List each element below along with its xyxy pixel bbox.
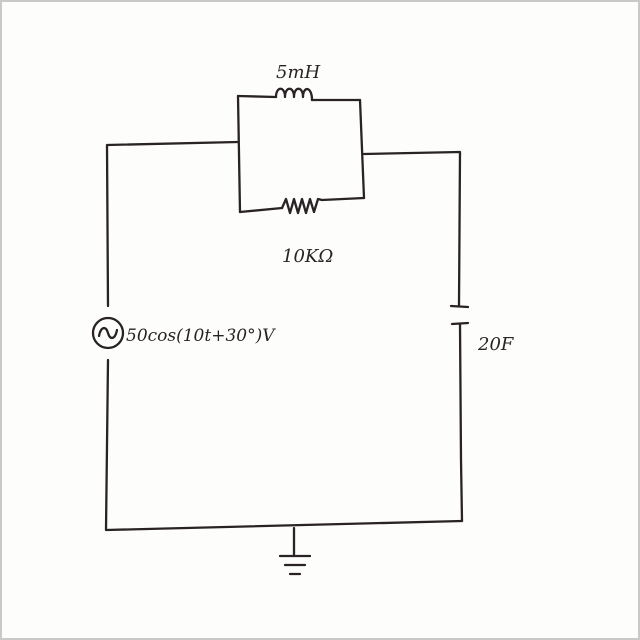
parallel-block-left — [236, 94, 242, 214]
wire-right-bottom — [458, 322, 464, 523]
ac-source-symbol — [91, 316, 125, 350]
resistor-label: 10KΩ — [282, 246, 333, 267]
resistor-wire-left — [238, 206, 284, 214]
sine-wave-icon — [97, 326, 119, 340]
source-label: 50cos(10t+30°)V — [126, 326, 276, 346]
inductor-wire-left — [236, 94, 278, 99]
inductor-label: 5mH — [276, 62, 321, 83]
capacitor-label: 20F — [477, 334, 515, 355]
parallel-block-right — [358, 98, 366, 200]
inductor-symbol — [274, 87, 314, 102]
ground-icon — [278, 554, 312, 576]
capacitor-plate-bottom — [450, 321, 470, 326]
resistor-symbol — [280, 197, 324, 215]
resistor-wire-right — [320, 196, 366, 202]
wire-right-top — [362, 150, 462, 308]
wire-left-top — [105, 140, 240, 308]
wire-left-bottom — [104, 358, 464, 532]
capacitor-plate-top — [449, 304, 470, 309]
